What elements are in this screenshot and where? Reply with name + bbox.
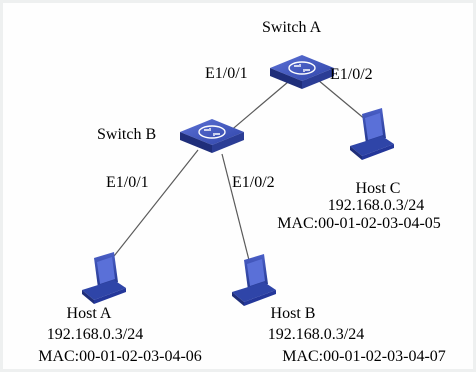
switch-a-icon[interactable]: [270, 55, 334, 89]
host-b-mac-label: MAC:00-01-02-03-04-07: [282, 348, 446, 365]
switch-b-label: Switch B: [97, 126, 157, 143]
link-switch-b-host-a: [102, 149, 199, 271]
switch-a-port-right-label: E1/0/2: [330, 66, 373, 83]
link-switch-a-host-c: [317, 79, 367, 121]
switch-b-icon[interactable]: [180, 119, 244, 153]
switch-b-port-left-label: E1/0/1: [106, 174, 149, 191]
host-a-icon[interactable]: [82, 252, 126, 304]
host-a-mac-label: MAC:00-01-02-03-04-06: [38, 348, 202, 365]
switch-a-port-left-label: E1/0/1: [205, 65, 248, 82]
host-c-name-label: Host C: [355, 180, 401, 197]
host-c-mac-label: MAC:00-01-02-03-04-05: [277, 215, 441, 232]
switch-a-label: Switch A: [262, 19, 322, 36]
host-c-ip-label: 192.168.0.3/24: [327, 197, 425, 214]
host-b-ip-label: 192.168.0.3/24: [267, 326, 365, 343]
host-b-icon[interactable]: [232, 254, 276, 306]
host-a-ip-label: 192.168.0.3/24: [46, 326, 144, 343]
link-switch-b-host-b: [221, 153, 252, 269]
host-c-icon[interactable]: [350, 108, 394, 160]
switch-b-port-right-label: E1/0/2: [232, 174, 275, 191]
host-a-name-label: Host A: [66, 305, 112, 322]
host-b-name-label: Host B: [270, 305, 316, 322]
